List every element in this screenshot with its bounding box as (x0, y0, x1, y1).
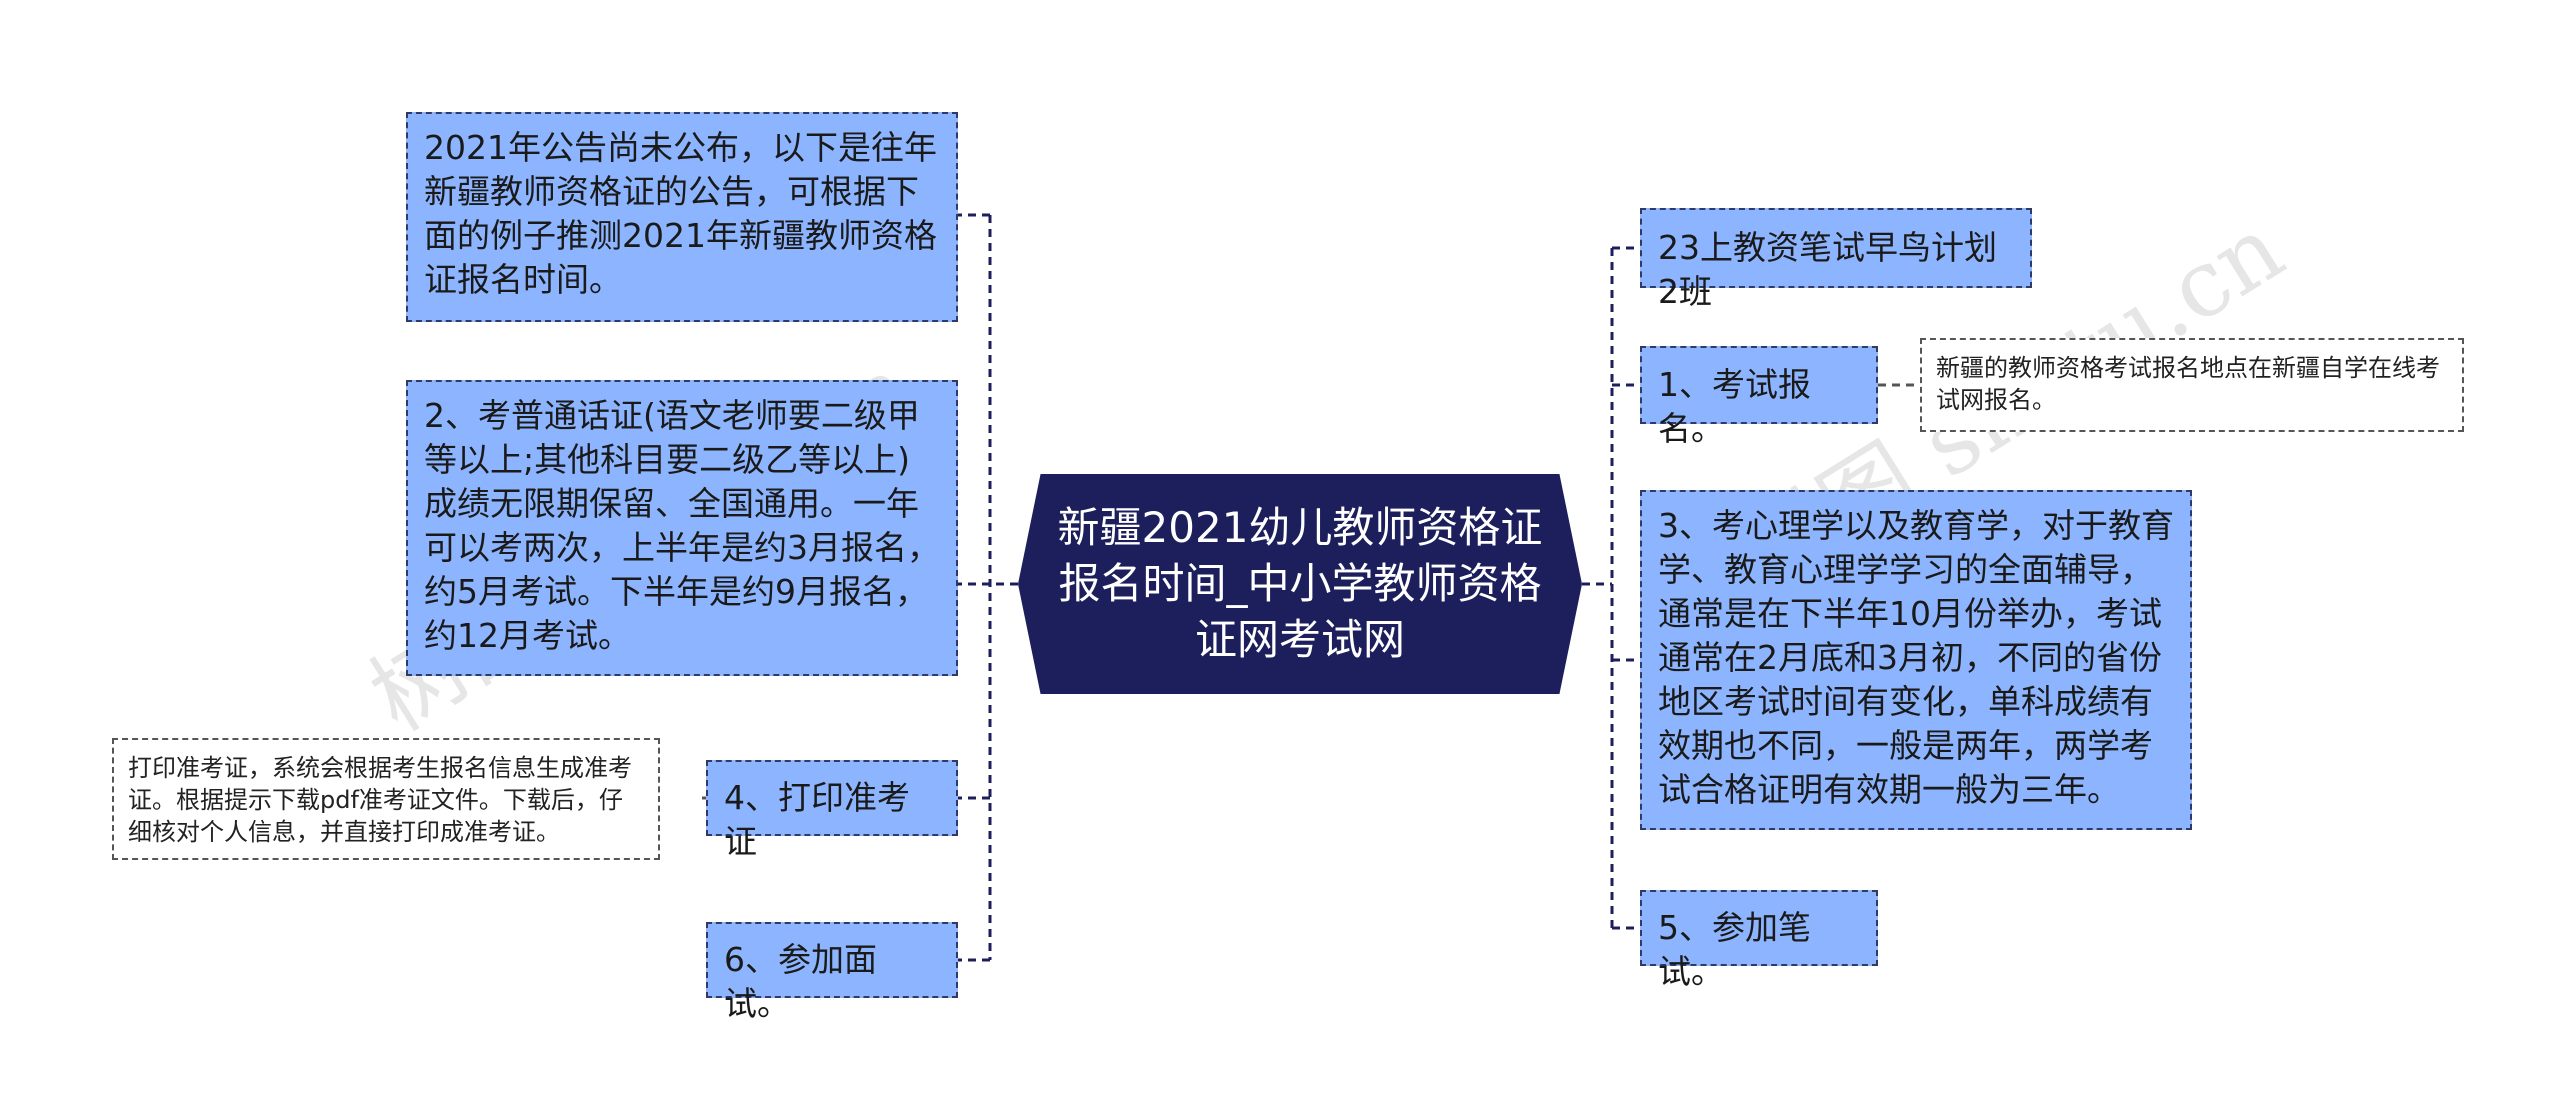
left-node-2[interactable]: 2、考普通话证(语文老师要二级甲等以上;其他科目要二级乙等以上)成绩无限期保留、… (406, 380, 958, 676)
right-node-3[interactable]: 3、考心理学以及教育学，对于教育学、教育心理学学习的全面辅导，通常是在下半年10… (1640, 490, 2192, 830)
left-node-3-note[interactable]: 打印准考证，系统会根据考生报名信息生成准考证。根据提示下载pdf准考证文件。下载… (112, 738, 660, 860)
right-node-2-note-label: 新疆的教师资格考试报名地点在新疆自学在线考试网报名。 (1936, 354, 2440, 414)
left-node-1-label: 2021年公告尚未公布，以下是往年新疆教师资格证的公告，可根据下面的例子推测20… (424, 128, 937, 299)
right-node-1[interactable]: 23上教资笔试早鸟计划2班 (1640, 208, 2032, 311)
left-node-3[interactable]: 4、打印准考证 (706, 760, 958, 861)
central-topic[interactable]: 新疆2021幼儿教师资格证报名时间_中小学教师资格证网考试网 (1018, 474, 1582, 694)
left-node-3-label: 4、打印准考证 (724, 778, 910, 861)
central-topic-label: 新疆2021幼儿教师资格证报名时间_中小学教师资格证网考试网 (1057, 503, 1543, 664)
right-node-1-label: 23上教资笔试早鸟计划2班 (1658, 228, 1997, 311)
left-node-1[interactable]: 2021年公告尚未公布，以下是往年新疆教师资格证的公告，可根据下面的例子推测20… (406, 112, 958, 322)
left-node-2-label: 2、考普通话证(语文老师要二级甲等以上;其他科目要二级乙等以上)成绩无限期保留、… (424, 396, 940, 655)
left-node-4[interactable]: 6、参加面试。 (706, 922, 958, 1023)
right-node-2-note[interactable]: 新疆的教师资格考试报名地点在新疆自学在线考试网报名。 (1920, 338, 2464, 432)
right-node-4[interactable]: 5、参加笔试。 (1640, 890, 1878, 991)
right-node-2[interactable]: 1、考试报名。 (1640, 346, 1878, 448)
right-node-4-label: 5、参加笔试。 (1658, 908, 1811, 991)
right-node-2-label: 1、考试报名。 (1658, 365, 1811, 448)
right-node-3-label: 3、考心理学以及教育学，对于教育学、教育心理学学习的全面辅导，通常是在下半年10… (1658, 506, 2174, 809)
left-node-3-note-label: 打印准考证，系统会根据考生报名信息生成准考证。根据提示下载pdf准考证文件。下载… (128, 754, 632, 846)
left-node-4-label: 6、参加面试。 (724, 940, 877, 1023)
